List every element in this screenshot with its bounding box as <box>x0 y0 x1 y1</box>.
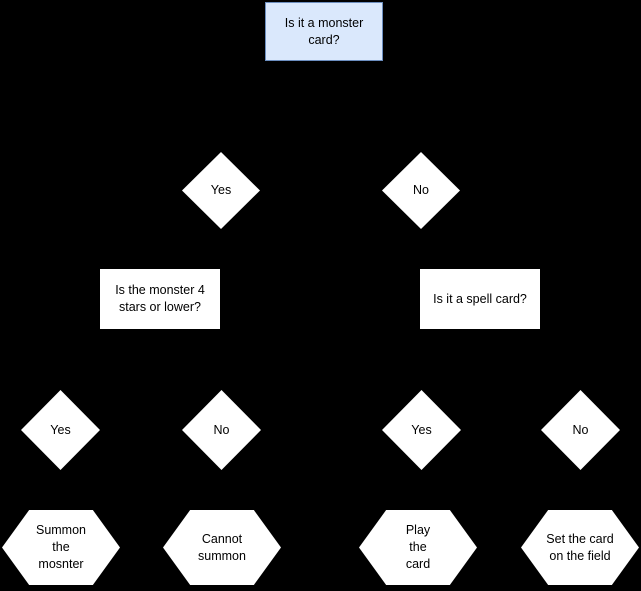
decision-label: Yes <box>50 422 71 437</box>
start-node-label: Is it a monster card? <box>284 15 364 47</box>
decision-diamond-stars-no: No <box>182 390 261 470</box>
decision-label: Yes <box>411 422 432 437</box>
outcome-label: Cannot summon <box>198 531 246 563</box>
decision-label: No <box>572 422 589 437</box>
decision-diamond-monster-yes: Yes <box>182 152 260 229</box>
outcome-label: Summon the mosnter <box>35 523 87 571</box>
outcome-hexagon-play-card: Play the card <box>359 510 477 585</box>
decision-diamond-spell-yes: Yes <box>382 390 461 470</box>
decision-diamond-stars-yes: Yes <box>21 390 100 470</box>
question-label: Is it a spell card? <box>433 291 527 306</box>
outcome-hexagon-summon-monster: Summon the mosnter <box>2 510 120 585</box>
decision-label: No <box>413 183 429 198</box>
question-label: Is the monster 4 stars or lower? <box>115 283 205 314</box>
decision-diamond-monster-no: No <box>382 152 460 229</box>
question-node-spell-card: Is it a spell card? <box>420 269 540 329</box>
decision-diamond-spell-no: No <box>541 390 620 470</box>
outcome-label: Set the card on the field <box>546 531 614 563</box>
decision-label: No <box>213 422 230 437</box>
decision-label: Yes <box>210 183 232 198</box>
outcome-label: Play the card <box>405 523 431 571</box>
outcome-hexagon-set-card-on-field: Set the card on the field <box>521 510 639 585</box>
question-node-monster-stars: Is the monster 4 stars or lower? <box>100 269 220 329</box>
outcome-hexagon-cannot-summon: Cannot summon <box>163 510 281 585</box>
start-node-is-monster-card: Is it a monster card? <box>265 2 383 61</box>
